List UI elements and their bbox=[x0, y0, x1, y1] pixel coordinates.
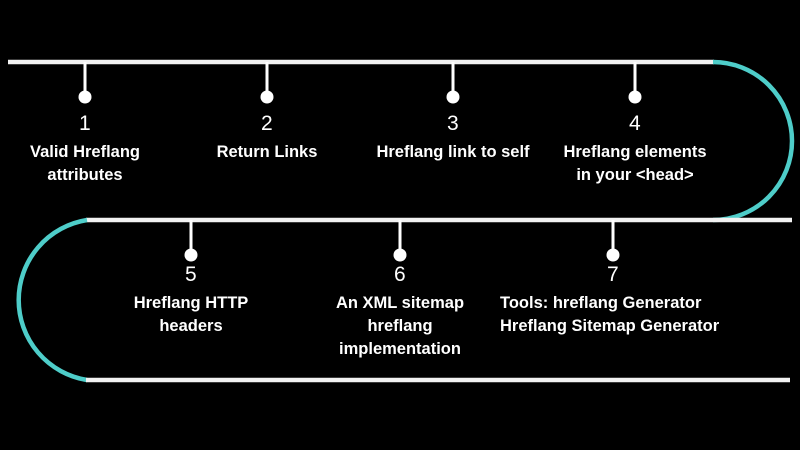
step-number-3: 3 bbox=[447, 112, 459, 135]
timeline-step-1[interactable]: 1 Valid Hreflang attributes bbox=[0, 112, 170, 187]
step-label-1: Valid Hreflang attributes bbox=[29, 143, 141, 184]
timeline-step-4[interactable]: 4 Hreflang elements in your <head> bbox=[555, 112, 715, 187]
step-label-3: Hreflang link to self bbox=[376, 143, 530, 161]
marker-dot-7[interactable] bbox=[606, 248, 620, 262]
step-label-7: Tools: hreflang Generator Hreflang Sitem… bbox=[500, 294, 720, 335]
marker-group-3 bbox=[446, 62, 460, 104]
step-number-6: 6 bbox=[394, 263, 406, 286]
marker-dot-3[interactable] bbox=[446, 90, 460, 104]
marker-dot-2[interactable] bbox=[260, 90, 274, 104]
timeline-step-6[interactable]: 6 An XML sitemap hreflang implementation bbox=[310, 263, 490, 361]
step-label-4: Hreflang elements in your <head> bbox=[563, 143, 707, 184]
marker-dot-4[interactable] bbox=[628, 90, 642, 104]
timeline-step-3[interactable]: 3 Hreflang link to self bbox=[368, 112, 538, 164]
connector-curve-left bbox=[16, 217, 88, 383]
marker-group-7 bbox=[606, 220, 620, 262]
marker-group-5 bbox=[184, 220, 198, 262]
marker-dot-5[interactable] bbox=[184, 248, 198, 262]
timeline-step-2[interactable]: 2 Return Links bbox=[182, 112, 352, 164]
marker-group-2 bbox=[260, 62, 274, 104]
marker-dot-6[interactable] bbox=[393, 248, 407, 262]
connector-curve-right bbox=[712, 59, 795, 223]
marker-group-1 bbox=[78, 62, 92, 104]
timeline-step-7[interactable]: 7 Tools: hreflang Generator Hreflang Sit… bbox=[500, 263, 760, 338]
marker-dot-1[interactable] bbox=[78, 90, 92, 104]
step-label-6: An XML sitemap hreflang implementation bbox=[335, 294, 465, 358]
marker-group-4 bbox=[628, 62, 642, 104]
step-label-5: Hreflang HTTP headers bbox=[133, 294, 249, 335]
step-number-5: 5 bbox=[185, 263, 197, 286]
timeline-step-5[interactable]: 5 Hreflang HTTP headers bbox=[101, 263, 281, 338]
step-number-1: 1 bbox=[79, 112, 91, 135]
step-number-2: 2 bbox=[261, 112, 273, 135]
marker-group-6 bbox=[393, 220, 407, 262]
step-number-7: 7 bbox=[607, 263, 619, 286]
step-label-2: Return Links bbox=[216, 143, 318, 161]
step-number-4: 4 bbox=[629, 112, 641, 135]
